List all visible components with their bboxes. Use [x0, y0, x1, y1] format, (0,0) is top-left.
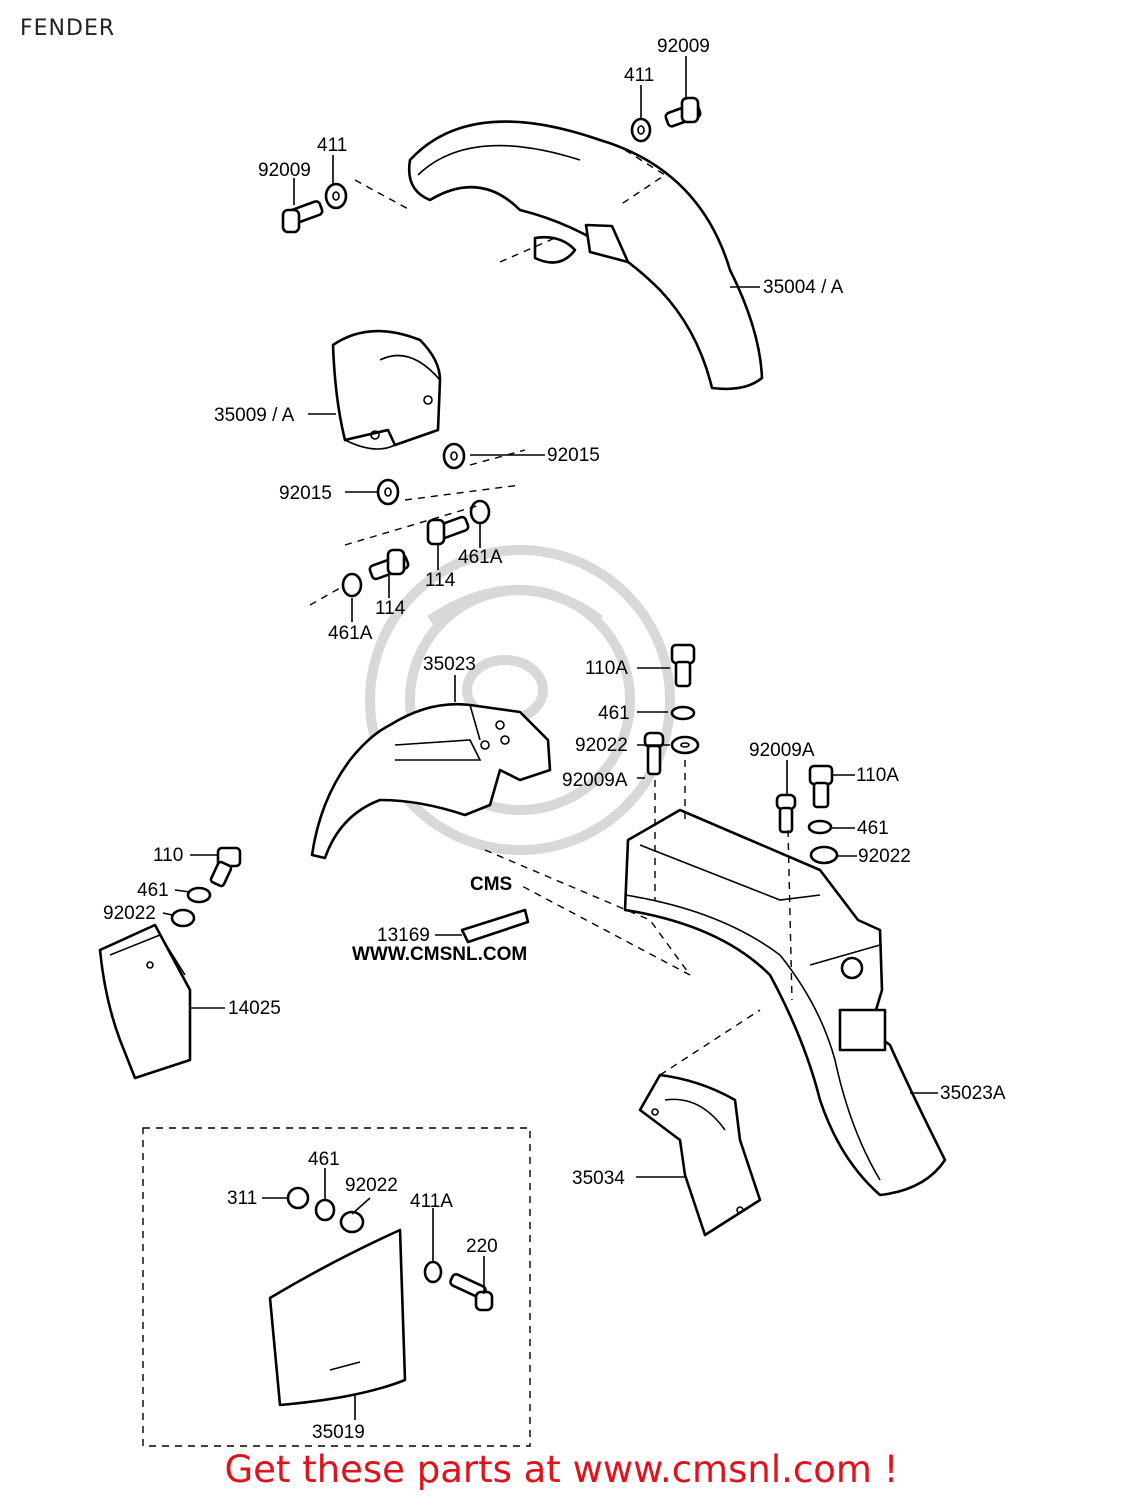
- page-title: FENDER: [20, 16, 116, 41]
- part-220-screw[interactable]: [449, 1272, 494, 1312]
- watermark-url: WWW.CMSNL.COM: [352, 944, 527, 965]
- part-92015-nut-left[interactable]: [376, 478, 400, 506]
- part-411-washer-left[interactable]: [324, 182, 348, 210]
- cta-link[interactable]: Get these parts at www.cmsnl.com !: [224, 1448, 899, 1491]
- label-461-2: 461: [857, 818, 889, 839]
- label-114-left: 114: [375, 598, 406, 619]
- watermark: CMS WWW.CMSNL.COM: [352, 545, 675, 965]
- label-92015-right: 92015: [547, 445, 600, 466]
- leader-lines: [162, 56, 938, 1420]
- part-92022-washer-4[interactable]: [339, 1210, 365, 1234]
- label-92022-3: 92022: [103, 903, 156, 924]
- label-35004: 35004 / A: [763, 277, 844, 298]
- label-92009A-1: 92009A: [562, 770, 628, 791]
- part-92009-bolt-left[interactable]: [281, 200, 324, 234]
- label-92022-1: 92022: [575, 735, 628, 756]
- part-461-washer-1[interactable]: [670, 705, 696, 721]
- part-92015-nut-right[interactable]: [442, 442, 466, 470]
- label-461-1: 461: [598, 703, 630, 724]
- label-411A: 411A: [410, 1191, 453, 1212]
- part-35034-bracket[interactable]: [638, 1073, 762, 1237]
- label-411-top: 411: [624, 65, 654, 86]
- label-411-left: 411: [317, 135, 347, 156]
- label-110A-2: 110A: [856, 765, 899, 786]
- part-35009-bracket[interactable]: [331, 329, 442, 450]
- part-461A-washer-right[interactable]: [469, 499, 491, 525]
- label-35023A: 35023A: [940, 1083, 1006, 1104]
- part-35019-plate[interactable]: [268, 1228, 407, 1407]
- part-92009A-screw-2[interactable]: [775, 793, 797, 834]
- part-411-washer-top[interactable]: [630, 117, 652, 143]
- label-110: 110: [153, 845, 183, 866]
- part-110A-bolt-2[interactable]: [808, 764, 834, 809]
- label-92009A-2: 92009A: [749, 740, 815, 761]
- part-92022-washer-3[interactable]: [170, 908, 196, 928]
- label-35023: 35023: [423, 654, 476, 675]
- part-411A-washer[interactable]: [423, 1260, 443, 1284]
- label-92009-left: 92009: [258, 160, 311, 181]
- part-92009-bolt-top[interactable]: [664, 96, 702, 128]
- part-92022-washer-1[interactable]: [670, 735, 700, 755]
- label-92015-left: 92015: [279, 483, 332, 504]
- label-461A-right: 461A: [458, 547, 503, 568]
- label-461A-left: 461A: [328, 623, 373, 644]
- part-461-washer-4[interactable]: [314, 1198, 336, 1222]
- label-114-right: 114: [425, 570, 456, 591]
- label-92022-4: 92022: [345, 1175, 398, 1196]
- part-92009A-screw-1[interactable]: [643, 731, 665, 776]
- watermark-logo: CMS: [470, 874, 512, 895]
- part-461A-washer-left[interactable]: [341, 572, 363, 598]
- part-461-washer-3[interactable]: [186, 886, 212, 904]
- label-461-3: 461: [137, 880, 169, 901]
- part-92022-washer-2[interactable]: [809, 845, 839, 865]
- option-kit-box: [142, 1127, 531, 1447]
- part-114-bolt-left[interactable]: [368, 548, 410, 581]
- part-110A-bolt-1[interactable]: [670, 643, 696, 688]
- part-35023A-rear-fender[interactable]: [623, 808, 947, 1197]
- label-35009: 35009 / A: [214, 405, 295, 426]
- label-13169: 13169: [377, 925, 430, 946]
- part-35004-front-fender[interactable]: [354, 120, 764, 391]
- label-14025: 14025: [228, 998, 281, 1019]
- part-114-bolt-right[interactable]: [426, 515, 470, 546]
- label-110A-1: 110A: [585, 658, 628, 679]
- part-35023-inner-fender[interactable]: [310, 702, 552, 860]
- label-92009-top: 92009: [657, 36, 710, 57]
- part-13169-strip[interactable]: [460, 908, 530, 944]
- label-35019: 35019: [312, 1422, 365, 1443]
- label-35034: 35034: [572, 1168, 625, 1189]
- part-311-nut[interactable]: [286, 1186, 310, 1210]
- part-14025-cover[interactable]: [98, 923, 192, 1080]
- label-220: 220: [466, 1236, 498, 1257]
- part-110-bolt[interactable]: [209, 846, 242, 888]
- label-461-4: 461: [308, 1149, 340, 1170]
- label-311: 311: [227, 1188, 257, 1209]
- label-92022-2: 92022: [858, 846, 911, 867]
- part-461-washer-2[interactable]: [807, 819, 833, 835]
